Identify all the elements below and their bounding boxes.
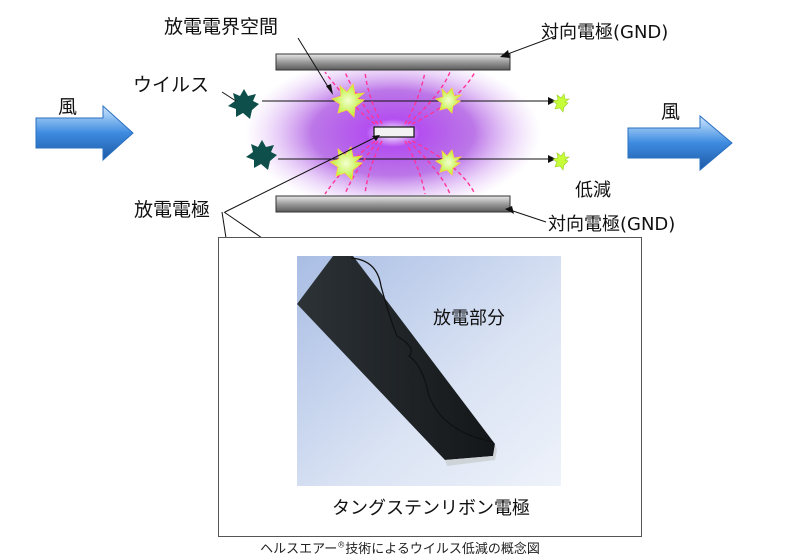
- electrode-inset: 放電部分 タングステンリボン電極: [218, 237, 642, 537]
- label-discharge-space: 放電電界空間: [164, 16, 279, 38]
- label-discharge-part: 放電部分: [433, 308, 505, 329]
- zoom-line-1: [221, 211, 227, 239]
- label-tungsten-ribbon-electrode: タングステンリボン電極: [332, 498, 530, 519]
- virus-active-1: [331, 83, 366, 118]
- ribbon-tip: [445, 444, 497, 466]
- label-reduced: 低減: [575, 180, 611, 201]
- discharge-brace: [350, 257, 494, 443]
- virus-reduced-group: [552, 93, 570, 171]
- field-lines: [324, 71, 476, 195]
- label-counter-electrode-top: 対向電極(GND): [541, 22, 669, 43]
- leader-discharge-space: [297, 37, 331, 91]
- label-virus: ウイルス: [133, 74, 210, 96]
- leader-counter-top: [504, 35, 557, 56]
- label-discharge-electrode: 放電電極: [134, 199, 211, 221]
- virus-dark-1: [228, 89, 259, 119]
- label-counter-electrode-bottom: 対向電極(GND): [548, 214, 676, 235]
- virus-reduced-1: [552, 93, 570, 113]
- discharge-electrode: [373, 126, 415, 138]
- figure-caption: ヘルスエアー®技術によるウイルス低減の概念図: [260, 540, 540, 557]
- counter-electrode-top: [275, 53, 511, 71]
- ribbon-body: [297, 256, 495, 460]
- leader-discharge-electrode: [224, 135, 379, 213]
- virus-active-4: [435, 149, 463, 176]
- counter-electrode-bottom: [275, 195, 511, 213]
- virus-active-2: [435, 87, 463, 114]
- leader-counter-bottom: [509, 209, 547, 223]
- virus-reduced-2: [552, 151, 570, 171]
- virus-active-3: [329, 146, 364, 181]
- label-wind-left: 風: [58, 96, 78, 118]
- wind-arrow-left: [35, 104, 134, 162]
- virus-active-group: [329, 83, 463, 181]
- ribbon-electrode-photo: [297, 256, 561, 486]
- zoom-line-2: [223, 211, 263, 239]
- virus-dark-2: [246, 140, 277, 170]
- wind-arrow-right: [627, 114, 733, 172]
- leader-virus: [221, 91, 237, 102]
- label-wind-right: 風: [661, 101, 681, 123]
